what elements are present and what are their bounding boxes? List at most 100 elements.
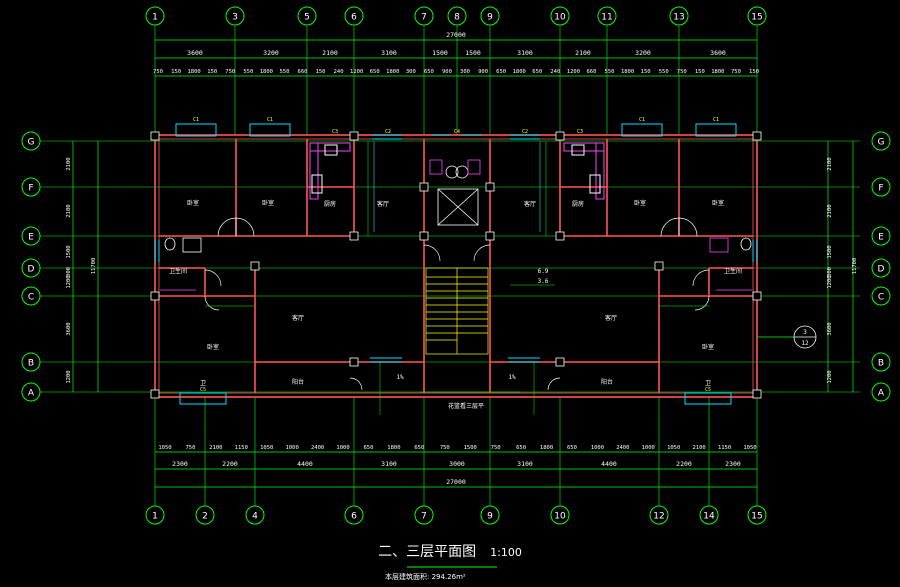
axis-letter-right: G <box>878 138 885 148</box>
bottom-dimension-row2: 2200 <box>676 460 692 468</box>
axis-number-bottom: 2 <box>202 512 208 522</box>
top-dimension-row2: 650 <box>424 69 434 75</box>
room-label: 卧室 <box>702 343 714 351</box>
room-label: 阳台 <box>601 378 613 386</box>
top-dimension-row2: 150 <box>316 69 326 75</box>
bottom-dimension-row1: 1150 <box>235 445 248 451</box>
axis-bubble-top <box>597 6 617 26</box>
axis-number-top: 13 <box>673 13 684 23</box>
axis-letter-left: C <box>28 293 34 303</box>
detail-index-bubble <box>757 325 817 349</box>
kitchen-fixtures <box>309 142 605 200</box>
top-dimension-row2: 650 <box>532 69 542 75</box>
axis-bubble-left <box>21 286 41 306</box>
top-dimension-row2: 650 <box>496 69 506 75</box>
axis-bubble-left <box>21 131 41 151</box>
bottom-dimension-row2: 4400 <box>601 460 617 468</box>
axis-bubble-bottom <box>747 505 767 525</box>
top-dimension-row2: 550 <box>659 69 669 75</box>
room-label: 卧室 <box>187 199 199 207</box>
room-labels: 卧室卧室厨房客厅客厅厨房卧室卧室卫生间卫生间客厅客厅卧室卧室阳台阳台卫卫 <box>169 199 742 387</box>
window-tag: C1 <box>713 117 719 123</box>
window-tag: C1 <box>267 117 273 123</box>
window-tag: C3 <box>577 129 583 135</box>
axis-letter-right: D <box>878 265 885 275</box>
bottom-dimension-row1: 2100 <box>209 445 222 451</box>
bottom-dimension-row2: 2200 <box>222 460 238 468</box>
axis-number-bottom: 9 <box>487 512 493 522</box>
room-label: 厨房 <box>572 200 584 208</box>
bottom-dimension-row1: 1150 <box>718 445 731 451</box>
bottom-dimension-row2: 3000 <box>449 460 465 468</box>
annotation-text: 1% <box>396 374 404 381</box>
axis-letter-left: D <box>28 265 35 275</box>
top-dimension-row2: 150 <box>171 69 181 75</box>
top-dimension-row1: 3200 <box>635 49 651 57</box>
right-dimension: 2100 <box>827 157 833 170</box>
axis-letter-left: B <box>28 359 34 369</box>
axis-bubble-right <box>871 177 891 197</box>
room-label: 卫 <box>705 380 711 387</box>
top-dimension-row2: 550 <box>605 69 615 75</box>
top-dimension-row2: 550 <box>279 69 289 75</box>
room-label: 卧室 <box>712 199 724 207</box>
axis-bubble-top <box>145 6 165 26</box>
axis-bubble-bottom <box>699 505 719 525</box>
axis-bubble-left <box>21 352 41 372</box>
staircase <box>425 267 489 355</box>
bottom-dimension-row1: 1050 <box>158 445 171 451</box>
top-dimension-row1: 3200 <box>263 49 279 57</box>
axis-number-top: 9 <box>487 13 493 23</box>
internal-dimension-lines <box>205 141 709 415</box>
bottom-dimension-row1: 2400 <box>311 445 324 451</box>
room-label: 卧室 <box>207 343 219 351</box>
bottom-dimension-row1: 1050 <box>667 445 680 451</box>
axis-letter-left: G <box>28 138 35 148</box>
top-dimension-row2: 650 <box>370 69 380 75</box>
axis-bubble-top <box>225 6 245 26</box>
bathroom-fixtures <box>160 159 752 291</box>
axis-bubble-bottom <box>649 505 669 525</box>
left-dimension: 3600 <box>66 322 72 335</box>
annotation-text: 3.6 <box>538 278 549 285</box>
bottom-dimension-row1: 650 <box>567 445 577 451</box>
room-label: 卫 <box>200 380 206 387</box>
right-dimension: 1200 <box>827 275 833 288</box>
left-dimension: 1200 <box>66 275 72 288</box>
axis-bubble-right <box>871 382 891 402</box>
top-dimension-row2: 1800 <box>513 69 526 75</box>
bottom-dimension-row2: 4400 <box>297 460 313 468</box>
structural-columns <box>150 131 762 399</box>
right-dimension: 1200 <box>827 370 833 383</box>
axis-letter-right: F <box>878 184 883 194</box>
axis-letter-right: B <box>878 359 884 369</box>
axis-number-top: 5 <box>304 13 310 23</box>
axis-bubble-right <box>871 131 891 151</box>
annotation-text: 花篮看三层平 <box>448 402 484 410</box>
axis-letter-left: A <box>28 389 35 399</box>
bottom-dimension-row2: 2300 <box>725 460 741 468</box>
axis-bubble-left <box>21 226 41 246</box>
right-dimension: 300 <box>827 267 833 277</box>
axis-number-bottom: 6 <box>351 512 357 522</box>
window-tag: C5 <box>200 387 206 393</box>
top-dimension-row2: 550 <box>243 69 253 75</box>
axis-number-bottom: 7 <box>421 512 427 522</box>
axis-bubble-bottom <box>414 505 434 525</box>
top-total-dimension: 27000 <box>446 31 466 39</box>
left-dimension: 2100 <box>66 204 72 217</box>
top-dimension-row2: 150 <box>641 69 651 75</box>
bottom-dimension-row1: 1000 <box>591 445 604 451</box>
right-dimension: 2100 <box>827 204 833 217</box>
axis-bubble-left <box>21 177 41 197</box>
elevator-shaft <box>437 188 479 226</box>
axis-bubble-top <box>297 6 317 26</box>
top-dimension-row2: 900 <box>478 69 488 75</box>
axis-number-top: 7 <box>421 13 427 23</box>
top-dimension-row2: 1200 <box>350 69 363 75</box>
